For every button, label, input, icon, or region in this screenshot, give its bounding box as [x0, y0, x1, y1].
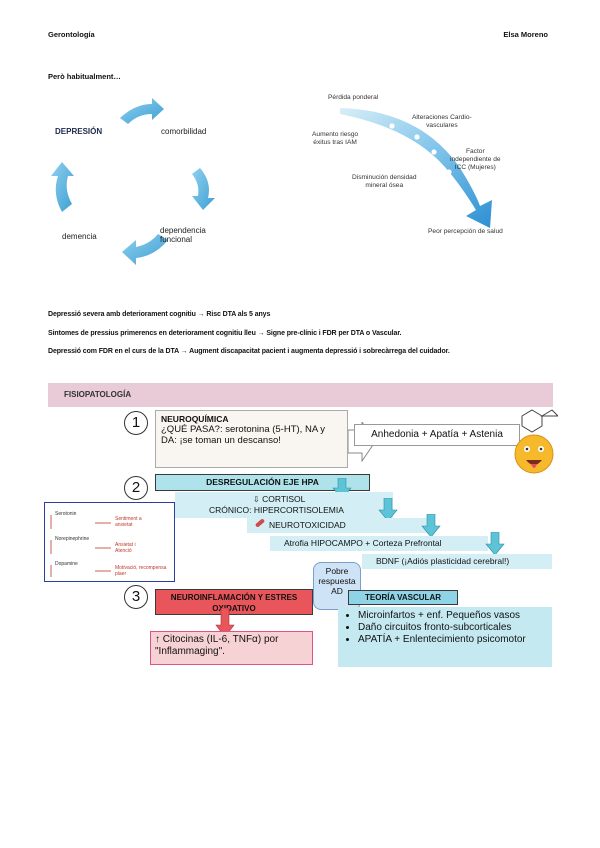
label-aumento-1: Aumento riesgo [312, 131, 359, 138]
fisiopatologia-band: FISIOPATOLOGÍA [48, 383, 553, 407]
label-alteraciones-1: Alteraciones Cardio- [412, 114, 472, 121]
nt-norepinephrine-effect-1: Ansietat i [115, 542, 136, 548]
nt-dopamine: Dopamine [55, 561, 78, 567]
neuroquimica-box: NEUROQUÍMICA ¿QUÉ PASA?: serotonina (5-H… [155, 410, 348, 468]
cycle-arrow-top [120, 98, 164, 124]
label-alteraciones: Alteraciones Cardio- vasculares [412, 114, 472, 130]
vascular-list: Microinfartos + enf. Pequeños vasos Daño… [352, 610, 548, 646]
vascular-item: APATÍA + Enlentecimiento psicomotor [358, 634, 548, 646]
nt-serotonin: Serotonin [55, 511, 77, 517]
header-author: Elsa Moreno [503, 30, 548, 39]
cycle-dependencia-line2: funcional [160, 235, 193, 244]
bdnf-box: BDNF (¡Adiós plasticidad cerebral!) [362, 554, 552, 569]
nt-arrows [50, 515, 111, 577]
step-number-3: 3 [124, 585, 148, 609]
label-factor-3: ICC (Mujeres) [454, 164, 496, 171]
hpa-arrow-3 [421, 514, 441, 538]
text-line-2: Sintomes de pressius primerencs en deter… [48, 330, 402, 337]
hpa-title-box: DESREGULACIÓN EJE HPA [155, 474, 370, 491]
label-factor: Factor independiente de ICC (Mujeres) [450, 148, 501, 172]
cortisol-box: ⇩ CORTISOL CRÓNICO: HIPERCORTISOLEMIA [175, 492, 393, 518]
atrofia-box: Atrofia HIPOCAMPO + Corteza Prefrontal [270, 536, 488, 551]
arrow-dot-4 [446, 169, 452, 175]
cortisol-line: ⇩ CORTISOL [175, 494, 393, 505]
label-alteraciones-2: vasculares [426, 122, 458, 129]
down-arrow-icon: ⇩ [253, 495, 260, 504]
arrow-dot-3 [431, 149, 437, 155]
nt-dopamine-effect-1: Motivació, recompensa [115, 565, 167, 571]
teoria-vascular-box: Microinfartos + enf. Pequeños vasos Daño… [338, 607, 552, 667]
step-number-1: 1 [124, 411, 148, 435]
neuroinflamacion-box: NEUROINFLAMACIÓN Y ESTRES OXIDATIVO [155, 589, 313, 615]
header-course: Gerontología [48, 30, 95, 39]
label-factor-2: independiente de [450, 156, 501, 163]
cronico-text: CRÓNICO: HIPERCORTISOLEMIA [209, 505, 344, 515]
neurotox-text: NEUROTOXICIDAD [269, 520, 346, 530]
teoria-vascular-title: TEORÍA VASCULAR [348, 590, 458, 605]
neuroquimica-body: ¿QUÉ PASA?: serotonina (5-HT), NA y DA: … [161, 424, 326, 446]
sick-face-icon [514, 409, 558, 474]
vascular-item: Microinfartos + enf. Pequeños vasos [358, 610, 548, 622]
neurotoxicidad-box: NEUROTOXICIDAD [247, 518, 427, 533]
neuroquimica-title: NEUROQUÍMICA [161, 414, 229, 424]
arrow-dot-2 [414, 134, 420, 140]
big-curved-arrow [340, 108, 492, 228]
cycle-arrow-right [192, 168, 215, 210]
cycle-demencia: demencia [62, 232, 97, 241]
cycle-depresion: DEPRESIÓN [55, 127, 103, 136]
cycle-dependencia: dependencia funcional [160, 226, 206, 244]
cycle-arrow-bottom [122, 234, 168, 265]
label-factor-1: Factor [465, 148, 485, 155]
step-number-2: 2 [124, 476, 148, 500]
label-disminucion-1: Disminución densidad [352, 174, 417, 181]
label-peor: Peor percepción de salud [428, 228, 503, 235]
consequences-arrow-diagram: Pérdida ponderal Alteraciones Cardio- va… [310, 88, 560, 248]
nt-serotonin-effect-1: Sentiment a [115, 516, 142, 522]
vascular-item: Daño circuitos fronto-subcorticales [358, 622, 548, 634]
label-aumento-2: éxitus tras IAM [313, 139, 357, 146]
label-aumento: Aumento riesgo éxitus tras IAM [312, 131, 358, 147]
text-line-1: Depressió severa amb deteriorament cogni… [48, 311, 271, 318]
label-disminucion-2: mineral ósea [365, 182, 404, 189]
cycle-arrow-left [51, 162, 74, 212]
nt-serotonin-effect-2: anxietat [115, 522, 133, 528]
text-line-3: Depressió com FDR en el curs de la DTA →… [48, 348, 450, 355]
pill-icon [254, 518, 266, 528]
cycle-arrows [51, 98, 215, 265]
cortisol-text: CORTISOL [262, 494, 306, 504]
nt-norepinephrine: Norepinephrine [55, 536, 90, 542]
intro-text: Però habitualment… [48, 72, 121, 81]
label-perdida: Pérdida ponderal [328, 94, 379, 101]
fisiopatologia-title: FISIOPATOLOGÍA [64, 390, 132, 399]
anhedonia-box: Anhedonia + Apatía + Astenia [354, 424, 520, 446]
nt-dopamine-effect-2: plaer [115, 571, 127, 577]
cycle-comorbilidad: comorbilidad [161, 127, 207, 136]
hpa-arrow-4 [485, 532, 505, 556]
depression-cycle-diagram: DEPRESIÓN comorbilidad dependencia funci… [40, 90, 270, 280]
hpa-arrow-2 [378, 498, 398, 522]
cycle-dependencia-line1: dependencia [160, 226, 206, 235]
citocinas-box: ↑ Citocinas (IL-6, TNFα) por "Inflammagi… [150, 631, 313, 665]
arrow-dot-1 [389, 123, 395, 129]
nt-norepinephrine-effect-2: Atenció [115, 548, 132, 554]
label-disminucion: Disminución densidad mineral ósea [352, 174, 417, 190]
